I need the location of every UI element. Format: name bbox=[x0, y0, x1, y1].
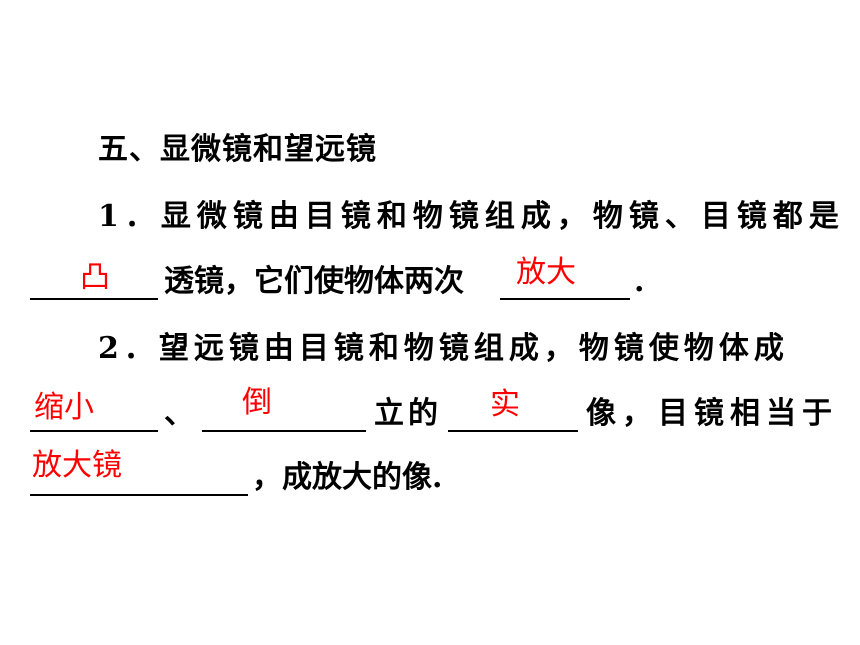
item-2-end-text: ，成放大的像. bbox=[252, 460, 443, 495]
answer-convex: 凸 bbox=[80, 260, 110, 295]
item-2-rest-text: 像，目镜相当于 bbox=[586, 396, 838, 431]
blank-reduce bbox=[30, 382, 158, 432]
item-1-line-1: 1．显微镜由目镜和物镜组成，物镜、目镜都是 bbox=[30, 185, 839, 245]
item-2-line-3: 放大镜 ，成放大的像. bbox=[30, 446, 838, 506]
blank-magnify bbox=[500, 250, 630, 300]
blank-inverted bbox=[202, 382, 366, 432]
item-1-mid-text: 透镜，它们使物体两次 bbox=[164, 264, 464, 299]
answer-reduce: 缩小 bbox=[34, 390, 94, 425]
blank-convex bbox=[30, 250, 158, 300]
item-2-line-1: 2．望远镜由目镜和物镜组成，物镜使物体成 bbox=[30, 317, 838, 377]
answer-lens: 放大镜 bbox=[32, 448, 122, 483]
item-2-text: 2．望远镜由目镜和物镜组成，物镜使物体成 bbox=[98, 331, 789, 366]
item-1-line-2: 凸 透镜，它们使物体两次 放大 . bbox=[30, 250, 838, 310]
answer-magnify: 放大 bbox=[516, 255, 576, 290]
item-2-line-2: 缩小 、 倒 立的 实 像，目镜相当于 bbox=[30, 382, 838, 442]
section-heading: 五、显微镜和望远镜 bbox=[98, 132, 377, 167]
separator-comma: 、 bbox=[164, 396, 194, 431]
item-1-end: . bbox=[634, 264, 645, 299]
item-1-text: 1．显微镜由目镜和物镜组成，物镜、目镜都是 bbox=[98, 199, 845, 234]
answer-real: 实 bbox=[490, 387, 520, 422]
answer-inverted: 倒 bbox=[242, 385, 272, 420]
item-2-li-text: 立的 bbox=[374, 396, 442, 431]
section-heading-row: 五、显微镜和望远镜 bbox=[30, 118, 838, 178]
blank-lens bbox=[30, 446, 248, 496]
blank-real bbox=[448, 382, 578, 432]
